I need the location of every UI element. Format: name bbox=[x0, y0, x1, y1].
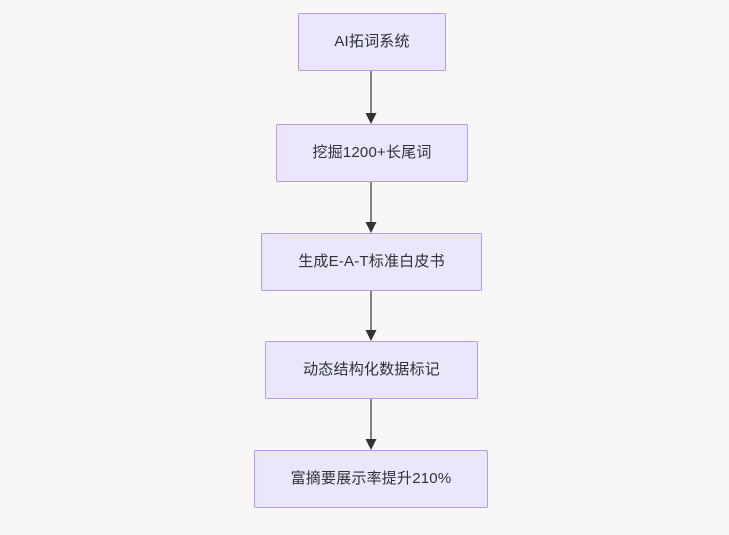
flow-node-dynamic-structured-data-markup[interactable]: 动态结构化数据标记 bbox=[265, 341, 478, 399]
edge-n1-n2 bbox=[365, 71, 377, 124]
edge-n4-n5 bbox=[365, 399, 377, 450]
flow-node-label: 富摘要展示率提升210% bbox=[290, 470, 452, 487]
arrowhead-icon bbox=[365, 222, 377, 233]
flow-node-mine-longtail-keywords[interactable]: 挖掘1200+长尾词 bbox=[276, 124, 468, 182]
flow-node-rich-snippet-impression-lift[interactable]: 富摘要展示率提升210% bbox=[254, 450, 488, 508]
flow-node-label: 挖掘1200+长尾词 bbox=[312, 144, 432, 161]
arrowhead-icon bbox=[365, 330, 377, 341]
flow-node-ai-keyword-system[interactable]: AI拓词系统 bbox=[298, 13, 446, 71]
arrowhead-icon bbox=[365, 439, 377, 450]
flow-node-generate-eat-whitepaper[interactable]: 生成E-A-T标准白皮书 bbox=[261, 233, 482, 291]
flow-node-label: 动态结构化数据标记 bbox=[303, 361, 440, 378]
flow-node-label: 生成E-A-T标准白皮书 bbox=[298, 253, 445, 270]
arrowhead-icon bbox=[365, 113, 377, 124]
flow-node-label: AI拓词系统 bbox=[334, 33, 410, 50]
edge-n2-n3 bbox=[365, 182, 377, 233]
edge-n3-n4 bbox=[365, 291, 377, 341]
